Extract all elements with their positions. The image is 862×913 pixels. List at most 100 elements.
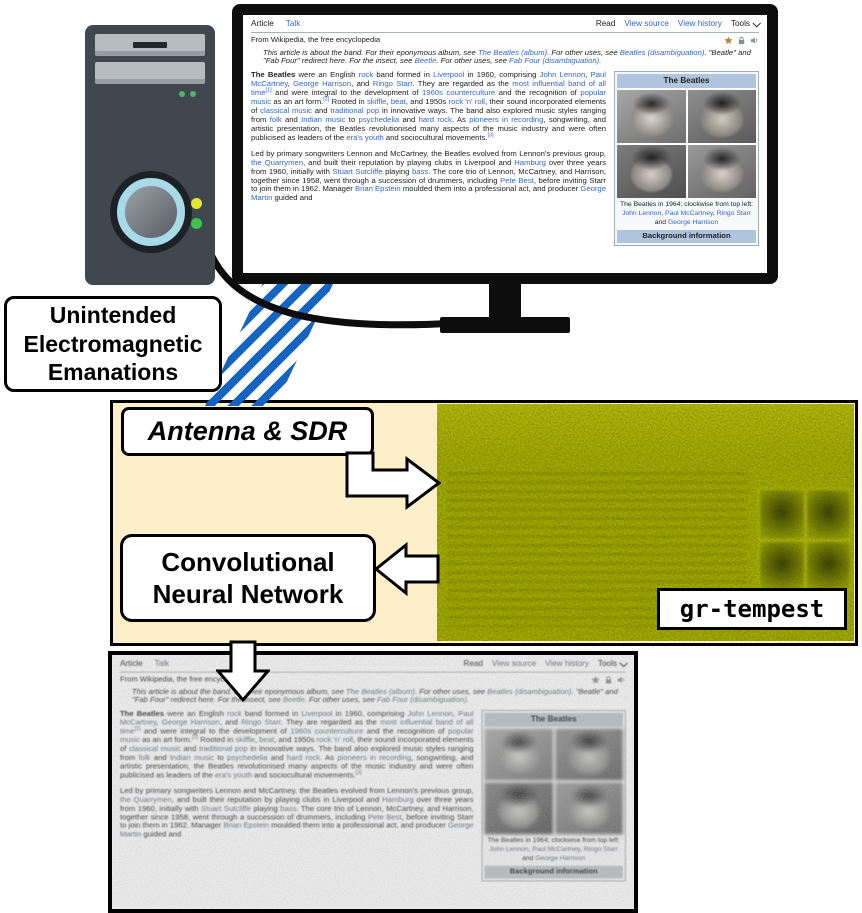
monitor-screen: Article Talk Read View source View histo… bbox=[243, 15, 767, 273]
wiki-link[interactable]: pioneers in recording bbox=[469, 114, 544, 124]
wiki-link[interactable]: Ringo Starr bbox=[372, 79, 413, 89]
reference-link[interactable]: [2] bbox=[323, 96, 330, 103]
wiki-link[interactable]: Stuart Sutcliffe bbox=[332, 166, 383, 176]
wiki-link: psychedelia bbox=[227, 752, 268, 762]
reconstructed-wiki-page: Article Talk Read View source View histo… bbox=[112, 655, 634, 908]
wiki-link[interactable]: Fab Four (disambiguation) bbox=[509, 56, 600, 66]
wiki-link[interactable]: bass bbox=[411, 166, 429, 176]
wiki-link[interactable]: Paul McCartney bbox=[665, 209, 713, 217]
elbow-arrow-right-icon bbox=[345, 451, 441, 510]
wiki-link[interactable]: Pete Best bbox=[500, 175, 534, 185]
featured-article-star-icon[interactable] bbox=[724, 35, 733, 45]
page-protection-lock-icon[interactable] bbox=[737, 36, 746, 45]
wiki-tab-bar: Article Talk Read View source View histo… bbox=[251, 15, 761, 33]
photo-ringo-starr bbox=[554, 782, 623, 835]
tagline-row: From Wikipedia, the free encyclopedia bbox=[251, 34, 759, 45]
wiki-link[interactable]: George Harrison bbox=[667, 218, 719, 226]
wiki-link: George Harrison bbox=[161, 717, 220, 727]
infobox: The Beatles The Beatles in 1964; clockwi… bbox=[614, 71, 759, 247]
tab-view-source[interactable]: View source bbox=[624, 19, 669, 28]
wiki-link[interactable]: Hamburg bbox=[514, 157, 546, 167]
wiki-link[interactable]: Beetle bbox=[414, 56, 437, 66]
antenna-sdr-label: Antenna & SDR bbox=[121, 407, 374, 456]
wiki-link: The Beatles (album) bbox=[345, 686, 415, 696]
site-tagline: From Wikipedia, the free encyclopedia bbox=[251, 34, 381, 44]
monitor-stand-base bbox=[440, 317, 570, 333]
view-tabs: Read View source View history Tools bbox=[463, 658, 628, 668]
tools-menu[interactable]: Tools bbox=[730, 18, 761, 29]
monitor: Article Talk Read View source View histo… bbox=[232, 4, 778, 284]
capture-bright-band bbox=[437, 404, 854, 456]
drive-bay-handle bbox=[133, 42, 167, 48]
drive-bay bbox=[95, 34, 205, 56]
tab-view-history[interactable]: View history bbox=[677, 19, 722, 28]
wiki-link: Beatles (disambiguation) bbox=[487, 686, 572, 696]
wiki-link[interactable]: George Harrison bbox=[293, 79, 352, 89]
tools-menu-label: Tools bbox=[597, 658, 617, 668]
wiki-link[interactable]: John Lennon bbox=[621, 209, 662, 217]
tools-menu-label: Tools bbox=[730, 19, 750, 28]
ghost-photo-cell bbox=[806, 541, 850, 590]
reference-link: [2] bbox=[191, 734, 199, 741]
page-indicator-icons bbox=[591, 675, 626, 684]
photo-george-harrison bbox=[484, 782, 553, 835]
wiki-link: Ringo Starr bbox=[241, 717, 281, 727]
hatnote: This article is about the band. For thei… bbox=[263, 47, 751, 66]
namespace-tabs: Article Talk bbox=[120, 659, 169, 668]
wiki-link: John Lennon bbox=[407, 709, 453, 719]
wiki-link[interactable]: rock 'n' roll bbox=[448, 97, 486, 107]
wiki-link[interactable]: the Quarrymen bbox=[251, 157, 304, 167]
wiki-link[interactable]: most influential band of all time bbox=[251, 79, 607, 98]
wiki-link: folk bbox=[138, 752, 151, 762]
sdr-capture-image: gr-tempest bbox=[437, 404, 854, 641]
hatnote: This article is about the band. For thei… bbox=[131, 686, 618, 705]
photo-paul-mccartney bbox=[687, 89, 756, 143]
wiki-link[interactable]: popular music bbox=[251, 88, 606, 107]
wiki-link[interactable]: rock bbox=[358, 70, 374, 80]
reference-link[interactable]: [3] bbox=[487, 132, 494, 139]
listen-audio-icon[interactable] bbox=[750, 36, 759, 45]
reference-link[interactable]: [1] bbox=[265, 87, 272, 94]
reference-link: [3] bbox=[355, 769, 362, 776]
tools-menu: Tools bbox=[597, 658, 628, 668]
wiki-link[interactable]: Liverpool bbox=[433, 70, 465, 80]
wiki-link: Fab Four (disambiguation) bbox=[376, 695, 467, 705]
wiki-link: hard rock bbox=[286, 752, 321, 762]
wiki-link[interactable]: The Beatles (album) bbox=[477, 47, 548, 57]
wiki-link[interactable]: Brian Epstein bbox=[354, 184, 401, 194]
wiki-link[interactable]: traditional pop bbox=[330, 106, 380, 116]
infobox-section-header: Background information bbox=[617, 230, 756, 244]
ghost-photo-cell bbox=[760, 541, 804, 590]
wiki-link: Pete Best bbox=[368, 812, 402, 822]
wiki-link[interactable]: Beatles (disambiguation) bbox=[619, 47, 705, 57]
wiki-link[interactable]: John Lennon bbox=[539, 70, 586, 80]
wiki-link: traditional pop bbox=[198, 744, 248, 754]
photo-john-lennon bbox=[484, 728, 553, 781]
tab-talk[interactable]: Talk bbox=[285, 19, 301, 28]
ghost-photo-montage bbox=[758, 488, 852, 592]
wiki-link[interactable]: skiffle bbox=[366, 97, 387, 107]
arrow-down-icon bbox=[216, 640, 270, 703]
wiki-link: Liverpool bbox=[301, 709, 333, 719]
wiki-link[interactable]: Ringo Starr bbox=[716, 209, 752, 217]
wiki-link: John Lennon bbox=[489, 845, 529, 853]
ghost-photo-cell bbox=[806, 490, 850, 539]
wiki-link[interactable]: classical music bbox=[260, 106, 313, 116]
wiki-link[interactable]: folk bbox=[269, 114, 282, 124]
cnn-label: Convolutional Neural Network bbox=[120, 534, 376, 622]
wiki-link[interactable]: George Martin bbox=[251, 184, 606, 203]
wiki-link[interactable]: psychedelia bbox=[358, 114, 400, 124]
tab-article[interactable]: Article bbox=[251, 19, 274, 28]
wiki-link[interactable]: era's youth bbox=[346, 132, 384, 142]
tab-read[interactable]: Read bbox=[595, 19, 616, 28]
beatles-photo-montage[interactable] bbox=[617, 89, 756, 198]
wiki-link[interactable]: hard rock bbox=[418, 114, 452, 124]
wiki-link[interactable]: Paul McCartney bbox=[251, 70, 606, 89]
wiki-link: beat bbox=[259, 735, 275, 745]
wiki-link[interactable]: Indian music bbox=[301, 114, 346, 124]
wiki-link[interactable]: beat bbox=[390, 97, 406, 107]
wiki-link[interactable]: 1960s counterculture bbox=[422, 88, 496, 98]
photo-paul-mccartney bbox=[554, 728, 623, 781]
wiki-link: Beetle bbox=[282, 695, 305, 705]
bold-text: The Beatles bbox=[119, 709, 165, 719]
